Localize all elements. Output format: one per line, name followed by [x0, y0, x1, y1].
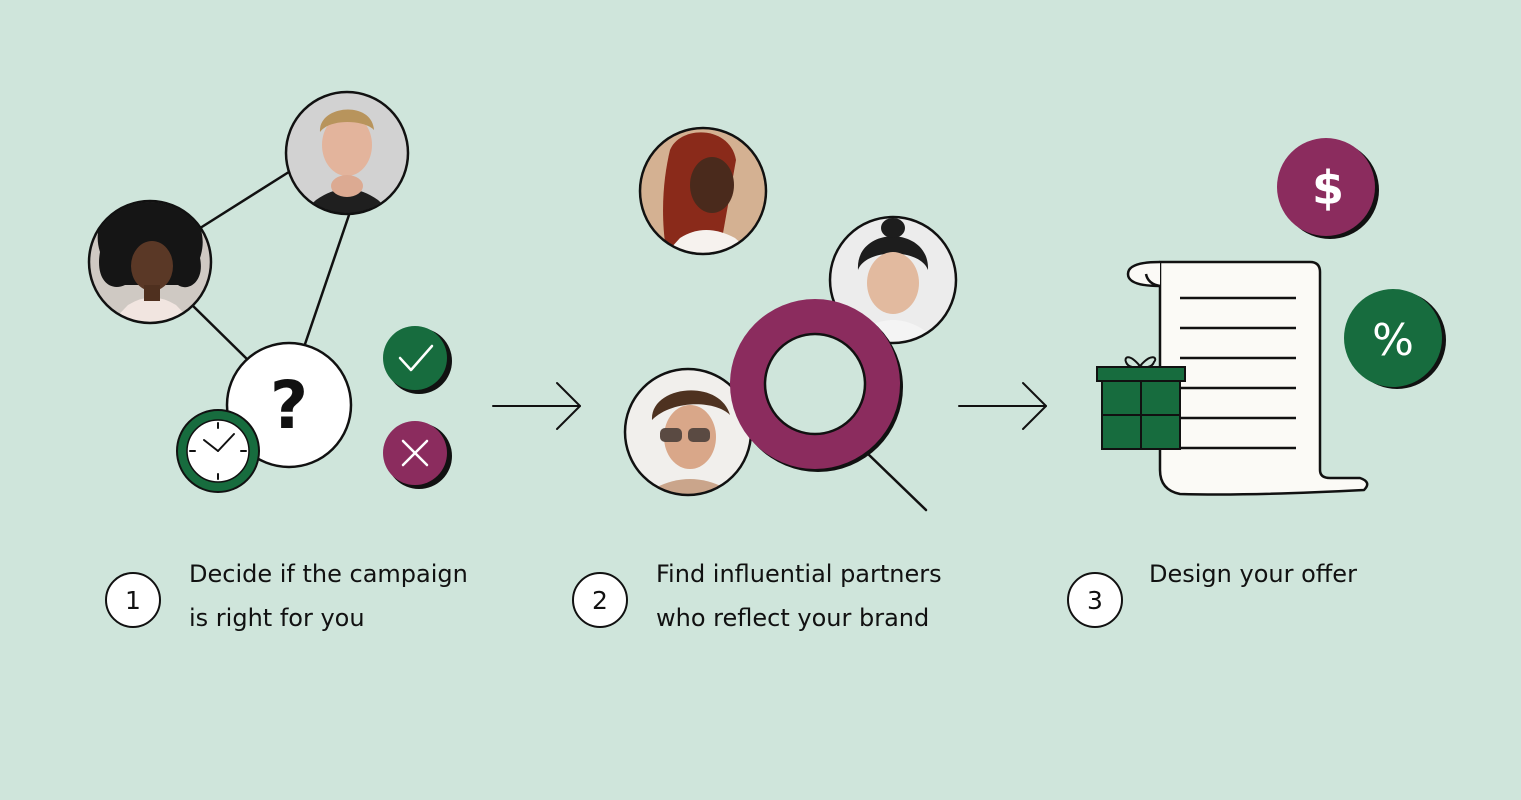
checkmark-icon: [383, 326, 452, 394]
cross-icon: [383, 421, 452, 489]
dollar-sign: $: [1312, 161, 1344, 215]
step-description: Find influential partners who reflect yo…: [656, 560, 942, 632]
avatar-man-blond: [284, 90, 410, 216]
avatar-woman-afro: [87, 199, 213, 325]
avatar-man-sunglasses: [623, 367, 753, 497]
magnifier-icon: [730, 299, 928, 512]
dollar-badge-icon: $: [1277, 138, 1379, 239]
scroll-document-icon: [1126, 260, 1369, 496]
step-description: Decide if the campaign is right for you: [189, 560, 468, 632]
network-lines: [189, 168, 352, 363]
question-bubble: ?: [225, 341, 353, 469]
percent-badge-icon: %: [1344, 289, 1446, 389]
step-number: 2: [572, 572, 628, 628]
avatar-woman-red-hair: [638, 126, 768, 256]
question-mark-icon: ?: [270, 367, 308, 444]
step-number: 3: [1067, 572, 1123, 628]
gift-box-icon: [1096, 356, 1186, 450]
clock-icon: [176, 409, 260, 493]
percent-sign: %: [1372, 315, 1414, 366]
arrow-right-icon: [492, 382, 581, 430]
arrow-right-icon: [958, 382, 1047, 430]
step-description: Design your offer: [1149, 560, 1357, 588]
step-number: 1: [105, 572, 161, 628]
